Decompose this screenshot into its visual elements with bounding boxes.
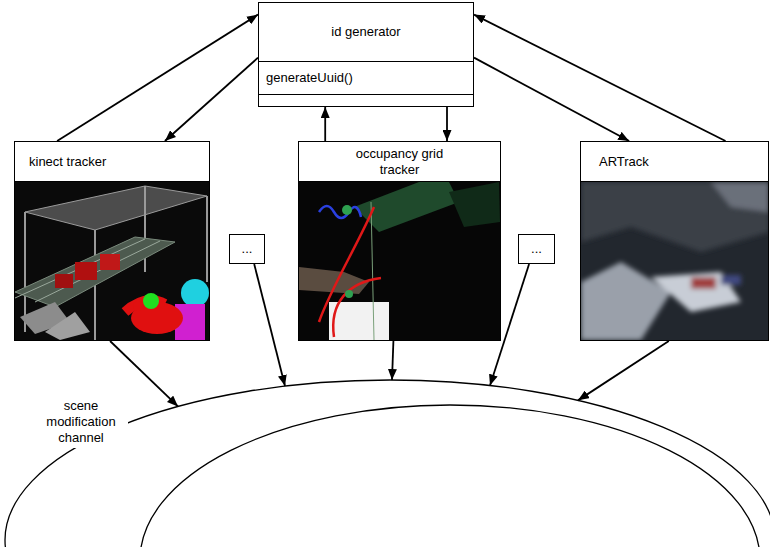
tracker-header: occupancy grid tracker bbox=[299, 142, 500, 182]
illustration-shape bbox=[131, 302, 183, 334]
tracker-box: occupancy grid tracker bbox=[298, 141, 501, 341]
connector-arrow bbox=[474, 58, 629, 141]
illustration-shape bbox=[345, 290, 353, 298]
method-name: generateUuid() bbox=[266, 70, 353, 86]
illustration-shape bbox=[449, 182, 500, 227]
illustration-shape bbox=[581, 182, 769, 340]
tracker-header: kinect tracker bbox=[15, 142, 209, 182]
connector-arrow bbox=[324, 107, 326, 141]
connector-arrow bbox=[165, 58, 258, 141]
class-name-compartment: id generator bbox=[259, 3, 473, 61]
illustration-shape bbox=[100, 254, 120, 270]
illustration-shape bbox=[24, 212, 26, 332]
illustration-shape bbox=[206, 196, 208, 282]
illustration-shape bbox=[319, 206, 361, 218]
tracker-header: ARTrack bbox=[581, 142, 768, 182]
channel-band: scene modification channel bbox=[0, 370, 770, 547]
connector-arrow bbox=[57, 15, 258, 141]
illustration-shape bbox=[299, 182, 500, 340]
illustration-shape bbox=[15, 182, 209, 340]
illustration-shape bbox=[371, 202, 374, 340]
ellipsis-text: ... bbox=[531, 241, 542, 257]
channel-arc bbox=[140, 405, 760, 547]
illustration-shape bbox=[15, 239, 145, 298]
tracker-box: kinect tracker bbox=[14, 141, 210, 341]
uml-class-box: id generator generateUuid() bbox=[258, 2, 474, 107]
illustration-shape bbox=[711, 182, 769, 212]
connector-arrow bbox=[474, 15, 726, 141]
illustration-shape bbox=[581, 262, 671, 340]
illustration-shape bbox=[35, 241, 160, 302]
illustration-shape bbox=[55, 274, 73, 288]
occupancy-grid-image bbox=[299, 182, 500, 340]
illustration-shape bbox=[721, 275, 741, 285]
tracker-name: kinect tracker bbox=[29, 154, 106, 170]
connector-arrow bbox=[578, 341, 669, 400]
ellipsis-box: ... bbox=[518, 234, 555, 264]
illustration-shape bbox=[143, 293, 159, 309]
illustration-shape bbox=[342, 205, 352, 215]
tracker-name: occupancy grid tracker bbox=[344, 146, 456, 178]
ellipsis-text: ... bbox=[242, 241, 253, 257]
illustration-shape bbox=[319, 207, 374, 322]
illustration-shape bbox=[45, 312, 90, 340]
illustration-shape bbox=[25, 186, 207, 230]
illustration-shape bbox=[581, 182, 769, 340]
illustration-shape bbox=[691, 277, 716, 289]
ellipsis-box: ... bbox=[229, 234, 265, 264]
connector-arrow bbox=[254, 264, 285, 386]
kinect-scene-image bbox=[15, 182, 209, 340]
illustration-shape bbox=[333, 278, 381, 337]
connector-arrow bbox=[490, 264, 529, 385]
illustration-shape bbox=[329, 302, 389, 340]
illustration-shape bbox=[354, 182, 459, 232]
illustration-shape bbox=[75, 262, 97, 280]
channel-label: scene modification channel bbox=[34, 396, 128, 448]
illustration-shape bbox=[181, 279, 209, 307]
connector-arrow bbox=[446, 107, 448, 141]
illustration-shape bbox=[651, 272, 741, 312]
class-method-compartment: generateUuid() bbox=[259, 61, 473, 94]
artrack-camera-image bbox=[581, 182, 769, 340]
channel-arc bbox=[5, 380, 770, 547]
illustration-shape bbox=[133, 301, 143, 311]
tracker-box: ARTrack bbox=[580, 141, 769, 341]
class-empty-compartment bbox=[259, 94, 473, 106]
illustration-shape bbox=[581, 182, 769, 252]
class-name: id generator bbox=[331, 24, 400, 40]
connector-arrow bbox=[392, 341, 393, 380]
tracker-name: ARTrack bbox=[599, 154, 649, 170]
